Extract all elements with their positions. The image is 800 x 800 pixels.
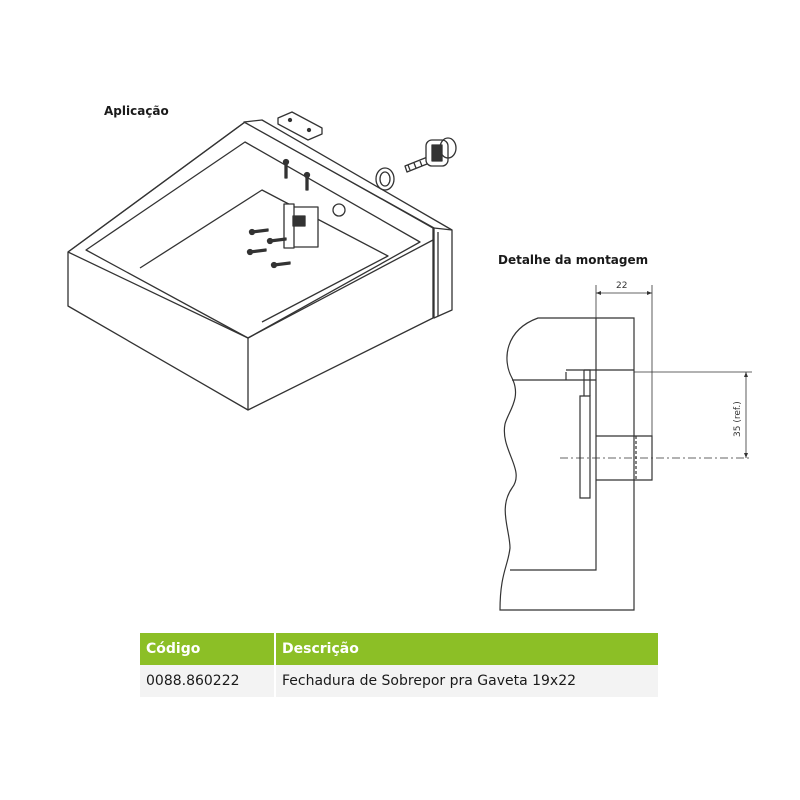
- drawer-back-top-edge: [67, 121, 246, 253]
- application-title: Aplicação: [104, 104, 169, 118]
- mounting-detail-title: Detalhe da montagem: [498, 253, 649, 267]
- key-icon: [404, 137, 457, 173]
- drawer-right-face: [247, 239, 434, 339]
- screws: [246, 158, 311, 269]
- mounting-detail-drawing: [499, 285, 752, 611]
- ring-nut: [375, 167, 395, 191]
- cabinet-section: [499, 317, 635, 611]
- product-spec-table: Código Descrição 0088.860222 Fechadura d…: [140, 633, 658, 697]
- height-dimension-label: 35 (ref.): [733, 401, 743, 437]
- drawer-inner-rim: [85, 141, 421, 339]
- key-hole: [332, 203, 346, 217]
- lock-profile: [579, 395, 591, 499]
- header-description: Descrição: [275, 633, 658, 665]
- cell-description: Fechadura de Sobrepor pra Gaveta 19x22: [275, 665, 658, 697]
- table-header-row: Código Descrição: [140, 633, 658, 665]
- header-code: Código: [140, 633, 276, 665]
- width-dimension-label: 22: [616, 281, 627, 291]
- table-row: 0088.860222 Fechadura de Sobrepor pra Ga…: [140, 665, 658, 697]
- cell-code: 0088.860222: [140, 665, 276, 697]
- drawer-inner-floor: [139, 189, 389, 323]
